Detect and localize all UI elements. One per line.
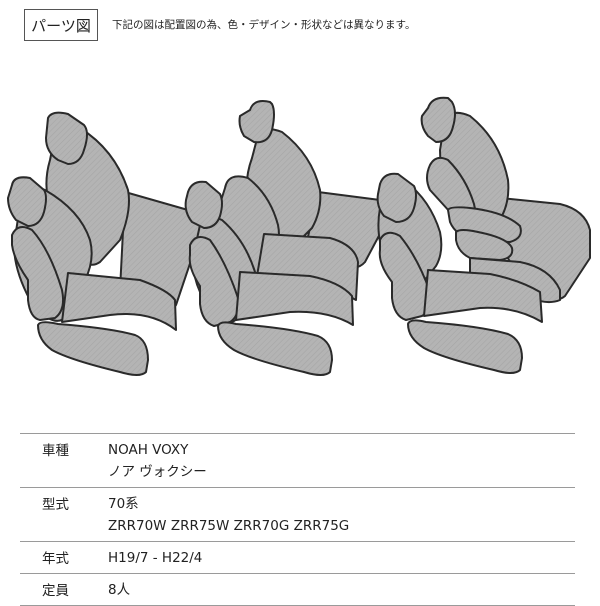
table-row: 型式 70系 ZRR70W ZRR75W ZRR70G ZRR75G — [20, 487, 575, 542]
table-row: 車種 NOAH VOXY ノア ヴォクシー — [20, 433, 575, 488]
title-text: パーツ図 — [31, 16, 91, 35]
spec-value-year: H19/7 - H22/4 — [107, 541, 575, 574]
table-row: 年式 H19/7 - H22/4 — [20, 541, 575, 574]
spec-label-vehicle: 車種 — [20, 433, 107, 488]
parts-diagram-title: パーツ図 — [24, 9, 98, 41]
spec-label-capacity: 定員 — [20, 573, 107, 606]
front-seats — [7, 111, 205, 376]
value-line: ノア ヴォクシー — [108, 464, 207, 480]
seat-illustration — [7, 96, 591, 376]
spec-value-model: 70系 ZRR70W ZRR75W ZRR70G ZRR75G — [107, 487, 575, 542]
spec-value-capacity: 8人 — [107, 573, 575, 606]
disclaimer-notice: 下記の図は配置図の為、色・デザイン・形状などは異なります。 — [112, 19, 416, 31]
spec-label-model: 型式 — [20, 487, 107, 542]
value-line: 70系 — [108, 496, 139, 512]
spec-value-vehicle: NOAH VOXY ノア ヴォクシー — [107, 433, 575, 488]
spec-table: 車種 NOAH VOXY ノア ヴォクシー 型式 70系 ZRR70W ZRR7… — [20, 433, 575, 606]
spec-label-year: 年式 — [20, 541, 107, 574]
value-line: NOAH VOXY — [108, 442, 189, 458]
third-row-seats — [376, 96, 591, 374]
second-row-seats — [184, 100, 392, 376]
table-row: 定員 8人 — [20, 573, 575, 606]
value-line: H19/7 - H22/4 — [108, 550, 203, 566]
value-line: 8人 — [108, 582, 131, 598]
value-line: ZRR70W ZRR75W ZRR70G ZRR75G — [108, 518, 350, 534]
